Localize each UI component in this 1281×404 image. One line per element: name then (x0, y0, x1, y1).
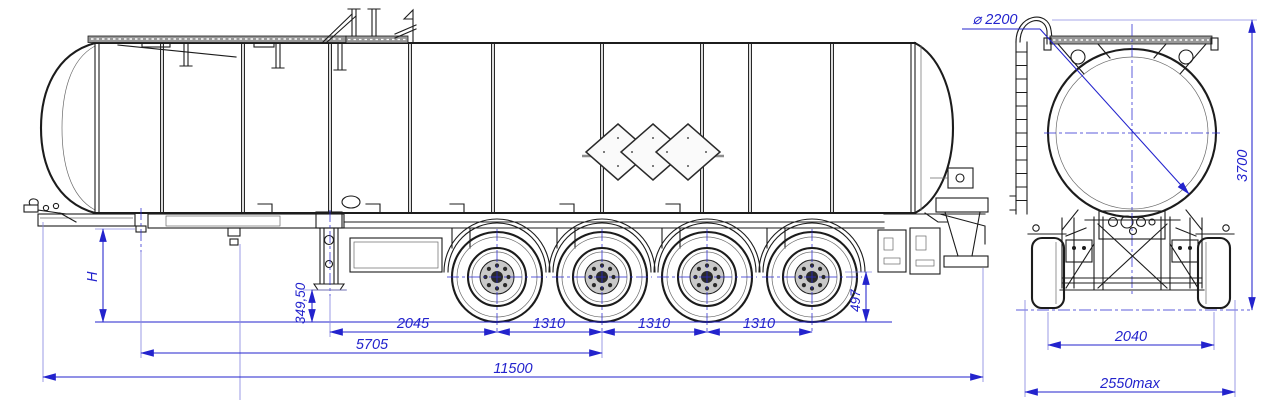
wheel-4 (760, 227, 864, 334)
crank-handle (341, 195, 361, 209)
rear-view: ⌀ 2200 3700 2040 2550max (962, 12, 1257, 397)
dim-label-5705: 5705 (356, 337, 389, 353)
dim-label-2045: 2045 (396, 316, 430, 332)
chassis-frame (343, 218, 885, 273)
fenders (443, 218, 866, 273)
dim-label-11500: 11500 (493, 361, 532, 377)
rear-undercarriage (1027, 209, 1235, 310)
rear-bumper (943, 255, 989, 268)
dim-label-1310-3: 1310 (743, 316, 775, 332)
discharge-valve (947, 167, 974, 189)
dim-label-497: 497 (848, 289, 863, 312)
control-box (1098, 210, 1166, 240)
rear-light-panel (935, 197, 989, 213)
side-view: H 349,50 497 2045 1310 1310 1310 5705 11… (23, 8, 989, 400)
rear-view-dimensions: ⌀ 2200 3700 2040 2550max (962, 12, 1257, 397)
dim-label-h: H (85, 271, 101, 282)
front-head (39, 41, 97, 215)
dim-label-2040: 2040 (1114, 329, 1147, 345)
top-walkway (87, 35, 347, 71)
dim-label-349-50: 349,50 (293, 282, 308, 324)
ring-stiffeners (160, 43, 834, 213)
rear-equipment (877, 167, 989, 275)
rear-ladder (1009, 16, 1053, 215)
dim-label-diameter-2200: ⌀ 2200 (972, 12, 1017, 28)
dim-label-2550max: 2550max (1099, 376, 1160, 392)
folded-handrail (321, 8, 417, 44)
dim-label-3700: 3700 (1235, 150, 1251, 182)
right-wheel-rear (1196, 236, 1232, 310)
tank-body (39, 41, 955, 223)
side-view-dimensions: H 349,50 497 2045 1310 1310 1310 5705 11… (42, 208, 984, 400)
wave-baffle-plates (582, 123, 724, 181)
dim-label-1310-1: 1310 (533, 316, 565, 332)
tank-cross-section (1044, 24, 1220, 296)
dim-label-1310-2: 1310 (638, 316, 670, 332)
rear-top-platform (1043, 35, 1219, 75)
landing-gear (311, 195, 361, 291)
front-underbody (23, 198, 345, 246)
toolbox (349, 237, 443, 273)
rear-head (913, 41, 955, 215)
left-wheel-rear (1030, 236, 1066, 310)
